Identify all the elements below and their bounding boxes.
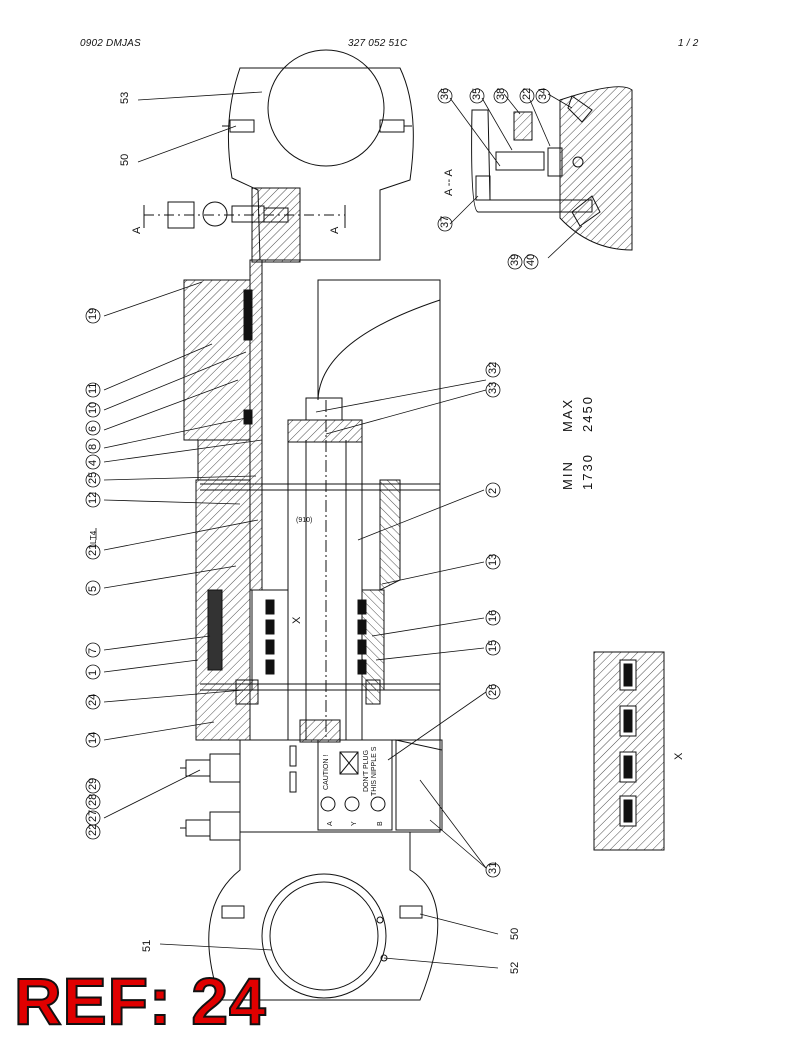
part-label-39: 39: [509, 254, 521, 266]
bottom-eye: [208, 831, 439, 1001]
leader-lines: [95, 91, 583, 969]
piston: [207, 589, 385, 743]
section-label-a-left: A: [131, 226, 143, 234]
part-label-16: 16: [487, 610, 499, 622]
part-label-26: 26: [487, 684, 499, 696]
part-label-22-lower: 22: [87, 824, 99, 836]
part-label-13: 13: [487, 554, 499, 566]
part-label-29: 29: [87, 778, 99, 790]
part-label-37: 37: [439, 216, 451, 228]
part-label-34: 34: [537, 88, 549, 100]
detail-marker-x: X: [291, 616, 303, 624]
port-label-y: Y: [351, 821, 358, 826]
part-label-21: 21: [87, 544, 99, 556]
top-grease-fittings: [222, 119, 412, 133]
part-label-53: 53: [119, 92, 131, 104]
stroke-max-label: MAX: [560, 398, 575, 432]
part-label-38: 38: [495, 88, 507, 100]
caution-line-2: THIS NIPPLE S: [371, 746, 378, 796]
part-label-50-top: 50: [119, 154, 131, 166]
part-label-36-left: 36: [439, 88, 451, 100]
part-label-6: 6: [87, 426, 99, 432]
part-label-27: 27: [87, 810, 99, 822]
lower-manifold: [239, 739, 443, 833]
section-label-a-right: A: [329, 226, 341, 234]
balloon-circles: [85, 88, 551, 878]
part-label-5: 5: [87, 586, 99, 592]
stroke-min-label: MIN: [560, 460, 575, 490]
part-label-1: 1: [87, 670, 99, 676]
part-label-50-bottom: 50: [509, 928, 521, 940]
bore-dimension: (910): [296, 517, 312, 524]
section-cut-a: [143, 201, 346, 229]
part-label-12: 12: [87, 492, 99, 504]
caution-title: CAUTION !: [323, 755, 330, 790]
part-label-2: 2: [487, 488, 499, 494]
port-label-b: B: [377, 821, 384, 826]
part-label-24: 24: [87, 694, 99, 706]
part-label-31: 31: [487, 862, 499, 874]
stroke-min-value: 1730: [580, 453, 595, 490]
label-lt4: LT4: [89, 530, 98, 544]
top-eye: [227, 49, 414, 263]
part-label-11: 11: [87, 383, 99, 394]
part-label-52: 52: [509, 962, 521, 974]
cylinder-head: [183, 279, 253, 481]
part-label-10: 10: [87, 402, 99, 414]
detail-title-x: X: [673, 752, 685, 760]
part-label-7: 7: [87, 648, 99, 654]
caution-line-1: DON'T PLUG: [363, 750, 370, 792]
part-label-28: 28: [87, 794, 99, 806]
header-document-code: 0902 DMJAS: [80, 38, 141, 49]
part-label-40: 40: [525, 254, 537, 266]
part-label-4: 4: [87, 460, 99, 466]
port-label-a: A: [327, 821, 334, 826]
header-part-number: 327 052 51C: [348, 38, 408, 49]
part-label-8: 8: [87, 444, 99, 450]
header-page-number: 1 / 2: [678, 38, 699, 49]
part-label-25: 25: [87, 472, 99, 484]
part-label-32: 32: [487, 362, 499, 374]
section-a-a-detail: [471, 86, 633, 251]
hydraulic-fittings: [180, 753, 241, 841]
reference-stamp: REF: 24: [13, 964, 267, 1038]
part-label-51: 51: [141, 940, 153, 952]
part-label-33: 33: [487, 382, 499, 394]
part-label-35: 35: [471, 88, 483, 100]
part-label-14: 14: [87, 732, 99, 744]
section-title-a-a: A -- A: [443, 168, 455, 196]
part-label-15: 15: [487, 640, 499, 652]
stroke-max-value: 2450: [580, 395, 595, 432]
part-label-22-section: 22: [521, 88, 533, 100]
part-label-19: 19: [87, 308, 99, 320]
detail-x: [593, 651, 665, 851]
